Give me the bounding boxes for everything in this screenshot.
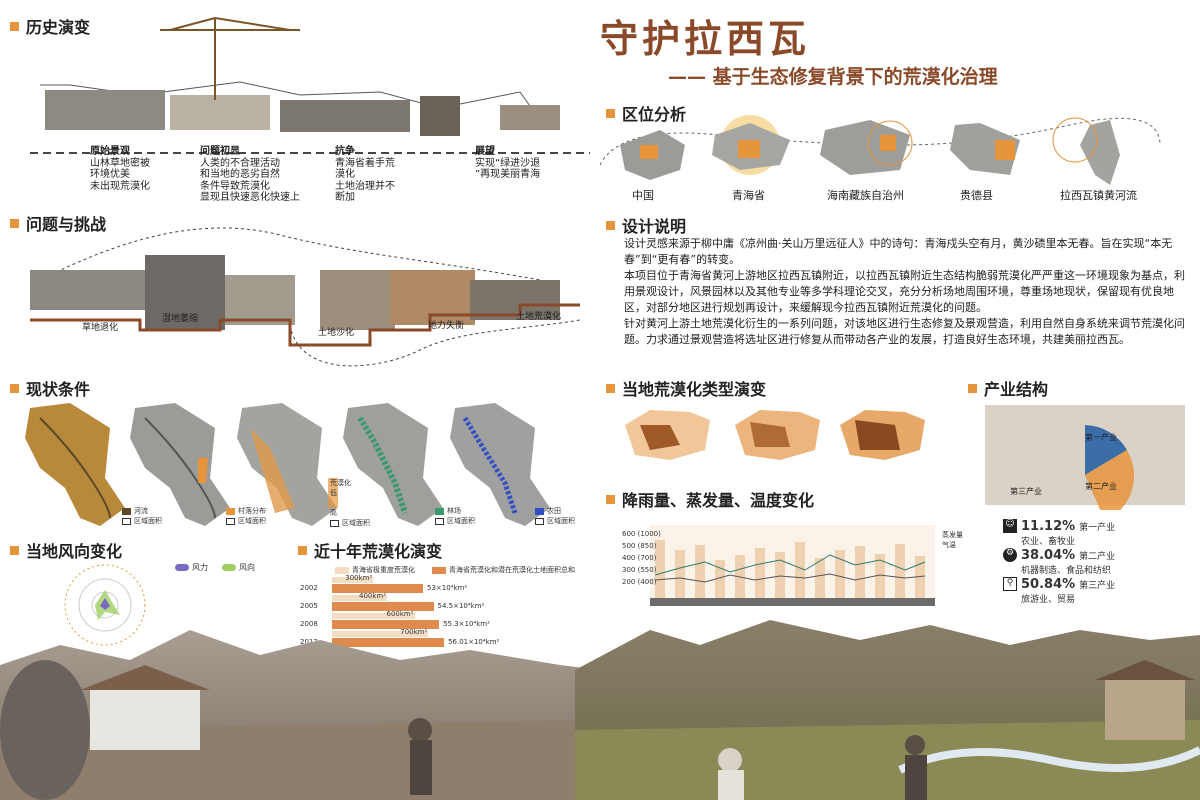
industry-row-3: ⚲50.84%第三产业 xyxy=(1003,576,1193,592)
decade-bar-severe xyxy=(332,595,387,601)
legend-desert: 荒漠化低高区域面积 xyxy=(330,479,370,527)
section-decade: 近十年荒漠化演变 xyxy=(298,538,442,562)
section-conditions: 现状条件 xyxy=(10,376,90,400)
history-illustration xyxy=(30,17,590,154)
decade-label-total: 56.01×10⁴km² xyxy=(448,638,500,646)
decade-year-label: 2002 xyxy=(300,584,318,592)
section-wind: 当地风向变化 xyxy=(10,538,122,562)
bullet-icon xyxy=(606,494,615,504)
bullet-icon xyxy=(10,383,19,393)
section-history: 历史演变 xyxy=(10,14,90,38)
legend-forest: 林场区域面积 xyxy=(435,506,475,526)
page-title: 守护拉西瓦 xyxy=(600,16,811,61)
problems-illustration xyxy=(30,227,581,367)
location-maps xyxy=(600,115,1161,185)
problem-label-grass: 草地退化 xyxy=(82,323,119,333)
condition-maps xyxy=(25,403,550,526)
section-problems: 问题与挑战 xyxy=(10,211,106,235)
decade-bar-total xyxy=(332,602,434,611)
section-desert-types: 当地荒漠化类型演变 xyxy=(606,376,766,400)
farm-icon: ☺ xyxy=(1003,519,1017,533)
decade-chart: 2002 300km² 53×10⁴km² 2005 400km² 54.5×10⁴km²… xyxy=(300,574,590,655)
rain-tick-1: 600 (1000) xyxy=(622,530,661,538)
desert-type-maps xyxy=(625,410,925,460)
bullet-icon xyxy=(298,545,307,555)
decade-legend-1: 青海省极重度荒漠化 xyxy=(335,565,415,575)
decade-label-severe: 700km² xyxy=(400,628,428,636)
section-design: 设计说明 xyxy=(606,213,686,237)
rain-legend-evap: 蒸发量 xyxy=(942,531,963,539)
pie-label-tertiary: 第三产业 xyxy=(1010,487,1042,496)
rain-tick-3: 400 (700) xyxy=(622,554,657,562)
bullet-icon xyxy=(606,108,615,118)
legend-farmland: 农田区域面积 xyxy=(535,506,575,526)
decade-bar-severe xyxy=(332,613,415,619)
rain-chart xyxy=(650,525,935,606)
design-paragraph-2: 本项目位于青海省黄河上游地区拉西瓦镇附近，以拉西瓦镇附近生态结构脆弱荒漠化严严重… xyxy=(624,269,1185,314)
gear-icon: ⚙ xyxy=(1003,548,1017,562)
decade-bar-total xyxy=(332,584,423,593)
decade-label-total: 53×10⁴km² xyxy=(427,584,468,592)
location-label-qinghai: 青海省 xyxy=(732,189,765,202)
landscape-illustration xyxy=(0,620,1200,800)
legend-river: 河流区域面积 xyxy=(122,506,162,526)
decade-year-label: 2005 xyxy=(300,602,318,610)
design-paragraph-3: 针对黄河上游土地荒漠化衍生的一系列问题，对该地区进行生态修复及景观营造，利用自然… xyxy=(624,317,1185,346)
design-paragraph-1: 设计灵感来源于柳中庸《凉州曲·关山万里远征人》中的诗句：青海戍头空有月，黄沙碛里… xyxy=(624,237,1173,266)
location-label-hainan: 海南藏族自治州 xyxy=(827,189,904,202)
history-item-1: 原始景观山林草地密被环境优美未出现荒漠化 xyxy=(90,146,150,192)
decade-label-total: 54.5×10⁴km² xyxy=(437,602,485,610)
location-label-guide: 贵德县 xyxy=(960,189,993,202)
bullet-icon xyxy=(606,220,615,230)
rain-tick-5: 200 (400) xyxy=(622,578,657,586)
section-rain: 降雨量、蒸发量、温度变化 xyxy=(606,487,814,511)
pie-label-primary: 第一产业 xyxy=(1085,433,1117,442)
history-item-2: 问题初显人类的不合理活动和当地的恶劣自然条件导致荒漠化显现且快速恶化快速上 xyxy=(200,146,300,203)
location-label-laxiwa: 拉西瓦镇黄河流 xyxy=(1060,189,1137,202)
decade-label-severe: 600km² xyxy=(386,610,414,618)
bullet-icon xyxy=(968,383,977,393)
design-text: 设计灵感来源于柳中庸《凉州曲·关山万里远征人》中的诗句：青海戍头空有月，黄沙碛里… xyxy=(624,236,1190,348)
industry-row-1: ☺11.12%第一产业 xyxy=(1003,518,1193,534)
rain-tick-2: 500 (850) xyxy=(622,542,657,550)
industry-stats: ☺11.12%第一产业 农业、畜牧业 ⚙38.04%第二产业 机器制造、食品和纺… xyxy=(1003,518,1193,605)
bullet-icon xyxy=(10,545,19,555)
problem-label-fertility: 地力失衡 xyxy=(428,321,465,331)
decade-bar-total xyxy=(332,620,440,629)
location-label-china: 中国 xyxy=(632,189,654,202)
history-item-4: 展望实现“绿进沙退”再现美丽青海 xyxy=(475,146,541,180)
decade-year-label: 2012 xyxy=(300,638,318,646)
decade-label-severe: 400km² xyxy=(359,592,387,600)
industry-pie xyxy=(985,405,1185,510)
wind-legend-force: 风力 xyxy=(175,562,208,573)
bullet-icon xyxy=(10,21,19,31)
bullet-icon xyxy=(606,383,615,393)
problem-label-wetland: 湿地萎缩 xyxy=(162,314,199,324)
section-location: 区位分析 xyxy=(606,101,686,125)
pie-label-secondary: 第二产业 xyxy=(1085,482,1117,491)
decade-label-severe: 300km² xyxy=(345,574,373,582)
decade-year-label: 2008 xyxy=(300,620,318,628)
decade-bar-severe xyxy=(332,577,374,583)
wind-rose xyxy=(64,564,146,646)
decade-label-total: 55.3×10⁴km² xyxy=(443,620,490,628)
bullet-icon xyxy=(10,218,19,228)
problem-label-desert: 土地荒漠化 xyxy=(516,312,562,322)
decade-bar-total xyxy=(332,638,445,647)
decade-bar-severe xyxy=(332,631,429,637)
section-industry: 产业结构 xyxy=(968,376,1048,400)
problem-label-sand: 土地沙化 xyxy=(318,328,355,338)
industry-row-2: ⚙38.04%第二产业 xyxy=(1003,547,1193,563)
legend-village: 村落分布区域面积 xyxy=(226,506,266,526)
person-icon: ⚲ xyxy=(1003,577,1017,591)
rain-tick-4: 300 (550) xyxy=(622,566,657,574)
history-item-3: 抗争青海省着手荒漠化土地治理并不断加 xyxy=(335,146,395,203)
rain-legend-temp: 气温 xyxy=(942,541,956,549)
wind-legend-direction: 风向 xyxy=(222,562,255,573)
decade-legend-2: 青海省荒漠化和潜在荒漠化土地面积总和 xyxy=(432,565,575,575)
page-subtitle: —— 基于生态修复背景下的荒漠化治理 xyxy=(668,66,998,88)
